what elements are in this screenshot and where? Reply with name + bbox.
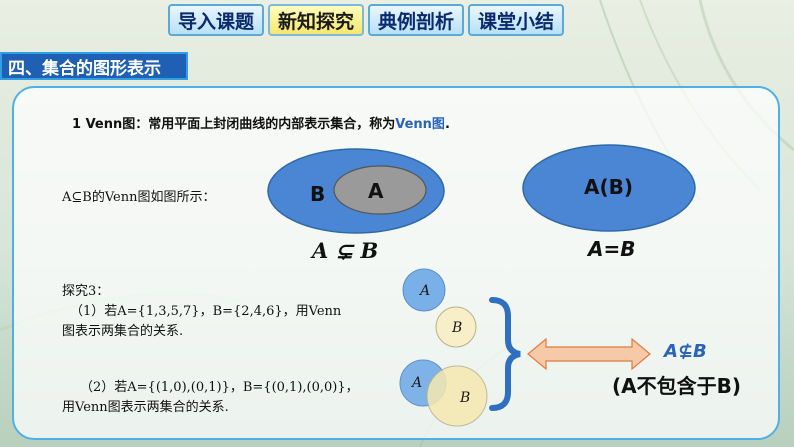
question-2-line-1: （2）若A={(1,0),(0,1)}，B={(0,1),(0,0)}， — [80, 380, 359, 395]
disjoint-label-b: B — [452, 320, 463, 336]
double-arrow[interactable] — [527, 337, 651, 371]
question-2-line-2: 用Venn图表示两集合的关系. — [62, 400, 229, 415]
equal-label: A(B) — [584, 175, 634, 199]
exploration-title: 探究3： — [62, 284, 110, 299]
overlap-circle-b — [426, 365, 488, 427]
overlap-label-b: B — [460, 390, 471, 406]
top-nav: 导入课题 新知探究 典例剖析 课堂小结 — [168, 4, 565, 36]
section-title: 四、集合的图形表示 — [0, 52, 188, 80]
not-subset-symbol: A⊈B — [664, 341, 707, 362]
tab-examples[interactable]: 典例剖析 — [368, 4, 465, 36]
tab-summary[interactable]: 课堂小结 — [468, 4, 565, 36]
subset-caption: A⊆B的Venn图如图所示： — [62, 190, 216, 205]
right-brace — [489, 297, 521, 411]
not-contained-text: (A不包含于B) — [612, 374, 742, 398]
definition-highlight: Venn图 — [395, 117, 445, 132]
subset-relation: A ⊊ B — [312, 238, 379, 263]
definition-suffix: . — [444, 117, 450, 132]
equal-ellipse — [522, 144, 696, 232]
venn-definition: 1 Venn图：常用平面上封闭曲线的内部表示集合，称为Venn图. — [72, 113, 450, 132]
subset-outer-label: B — [310, 182, 326, 206]
disjoint-label-a: A — [420, 283, 431, 299]
subset-inner-label: A — [368, 179, 384, 203]
disjoint-circle-a — [402, 268, 446, 312]
disjoint-circle-b — [435, 306, 477, 348]
question-1-line-1: （1）若A={1,3,5,7}，B={2,4,6}，用Venn — [70, 304, 342, 319]
tab-intro[interactable]: 导入课题 — [168, 4, 265, 36]
overlap-label-a: A — [412, 375, 423, 391]
question-1-line-2: 图表示两集合的关系. — [62, 324, 184, 339]
definition-prefix: 1 Venn图：常用平面上封闭曲线的内部表示集合，称为 — [72, 117, 396, 132]
content-panel — [12, 86, 780, 440]
equal-relation: A=B — [588, 237, 636, 261]
subset-inner-ellipse — [333, 165, 427, 215]
tab-new-knowledge[interactable]: 新知探究 — [268, 4, 365, 36]
